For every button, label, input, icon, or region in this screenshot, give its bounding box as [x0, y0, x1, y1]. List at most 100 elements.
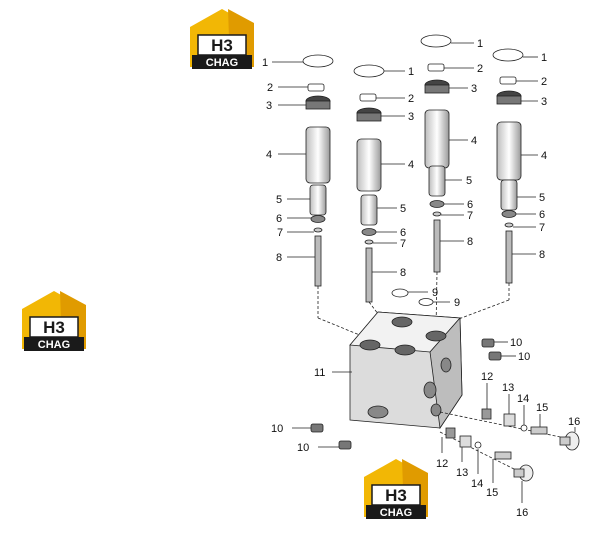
- callout-5: 5: [276, 194, 282, 206]
- spool-stack-c: [420, 34, 452, 331]
- spring-4: [496, 121, 522, 181]
- spring-5: [360, 194, 378, 226]
- callout-2: 2: [541, 76, 547, 88]
- watermark-logo-bottom: H3 CHAG: [364, 459, 428, 519]
- washer-6: [310, 215, 326, 223]
- callout-10: 10: [518, 351, 530, 363]
- rod-8: [365, 247, 373, 303]
- callout-3: 3: [408, 111, 414, 123]
- callout-8: 8: [400, 267, 406, 279]
- callout-4: 4: [541, 150, 547, 162]
- cap-plate-1: [353, 64, 385, 78]
- logo-top-text: H3: [211, 36, 233, 55]
- valve-body-11: [349, 311, 463, 430]
- side-assembly-lower: [439, 427, 534, 482]
- plug-10b: [488, 351, 502, 361]
- callout-4: 4: [471, 135, 477, 147]
- callout-2: 2: [408, 93, 414, 105]
- spring-4: [356, 138, 382, 192]
- callout-6: 6: [400, 227, 406, 239]
- washer-6: [361, 228, 377, 236]
- callout-9: 9: [454, 297, 460, 309]
- callout-7: 7: [277, 227, 283, 239]
- cap-plate-1: [420, 34, 452, 48]
- ring-7: [364, 239, 374, 245]
- washer-6: [501, 210, 517, 218]
- rod-8: [505, 230, 513, 284]
- spring-5: [500, 179, 518, 211]
- callout-10: 10: [510, 337, 522, 349]
- callout-12: 12: [436, 458, 448, 470]
- callout-11: 11: [314, 367, 325, 379]
- callout-8: 8: [467, 236, 473, 248]
- callout-1: 1: [408, 66, 414, 78]
- spring-4: [424, 109, 450, 169]
- callout-7: 7: [539, 222, 545, 234]
- callout-14: 14: [471, 478, 483, 490]
- spool-stack-d: [455, 48, 524, 321]
- o-ring-9b: [418, 298, 434, 306]
- plug-10a: [481, 338, 495, 348]
- callout-9: 9: [432, 287, 438, 299]
- callout-2: 2: [477, 63, 483, 75]
- cap-plate-1: [492, 48, 524, 62]
- logo-bottom-text: CHAG: [380, 507, 412, 519]
- watermark-logo-top: H3 CHAG: [190, 9, 254, 69]
- cap-plate-1: [302, 54, 334, 68]
- washer-6: [429, 200, 445, 208]
- callout-5: 5: [539, 192, 545, 204]
- spool-stack-b: [353, 64, 399, 341]
- logo-bottom-text: CHAG: [38, 339, 70, 351]
- rod-8: [314, 235, 322, 287]
- callout-16: 16: [568, 416, 580, 428]
- plug-10c: [310, 423, 324, 433]
- spring-4: [305, 126, 331, 184]
- callout-1: 1: [477, 38, 483, 50]
- callout-4: 4: [408, 159, 414, 171]
- callout-3: 3: [471, 83, 477, 95]
- callout-5: 5: [400, 203, 406, 215]
- callout-13: 13: [456, 467, 468, 479]
- callout-7: 7: [400, 238, 406, 250]
- spring-5: [428, 165, 446, 197]
- callout-8: 8: [539, 249, 545, 261]
- rod-8: [433, 219, 441, 273]
- callout-15: 15: [486, 487, 498, 499]
- ring-7: [432, 211, 442, 217]
- callout-7: 7: [467, 210, 473, 222]
- logo-top-text: H3: [385, 486, 407, 505]
- spool-stack-a: [302, 54, 373, 341]
- callout-4: 4: [266, 149, 272, 161]
- callout-13: 13: [502, 382, 514, 394]
- callout-numbers: 1 2 3 4 5 6 7 8 1 2 3 4 5 6 7 8 1 2 3 4 …: [262, 38, 580, 519]
- side-assembly-upper: [439, 408, 580, 451]
- ring-7: [504, 222, 514, 228]
- plug-3: [305, 100, 331, 110]
- callout-10: 10: [271, 423, 283, 435]
- o-ring-9a: [391, 288, 409, 298]
- plug-3: [424, 84, 450, 94]
- callout-10: 10: [297, 442, 309, 454]
- seat-2: [427, 63, 445, 72]
- callout-14: 14: [517, 393, 529, 405]
- seat-2: [359, 93, 377, 102]
- callout-3: 3: [541, 96, 547, 108]
- plug-10d: [338, 440, 352, 450]
- callout-1: 1: [541, 52, 547, 64]
- callout-8: 8: [276, 252, 282, 264]
- logo-top-text: H3: [43, 318, 65, 337]
- plug-3: [496, 95, 522, 105]
- seat-2: [307, 83, 325, 92]
- callout-12: 12: [481, 371, 493, 383]
- callout-6: 6: [539, 209, 545, 221]
- seat-2: [499, 76, 517, 85]
- logo-bottom-text: CHAG: [206, 57, 238, 69]
- callout-5: 5: [466, 175, 472, 187]
- callout-3: 3: [266, 100, 272, 112]
- callout-15: 15: [536, 402, 548, 414]
- leader-lines: [272, 42, 576, 503]
- ring-7: [313, 227, 323, 233]
- callout-6: 6: [276, 213, 282, 225]
